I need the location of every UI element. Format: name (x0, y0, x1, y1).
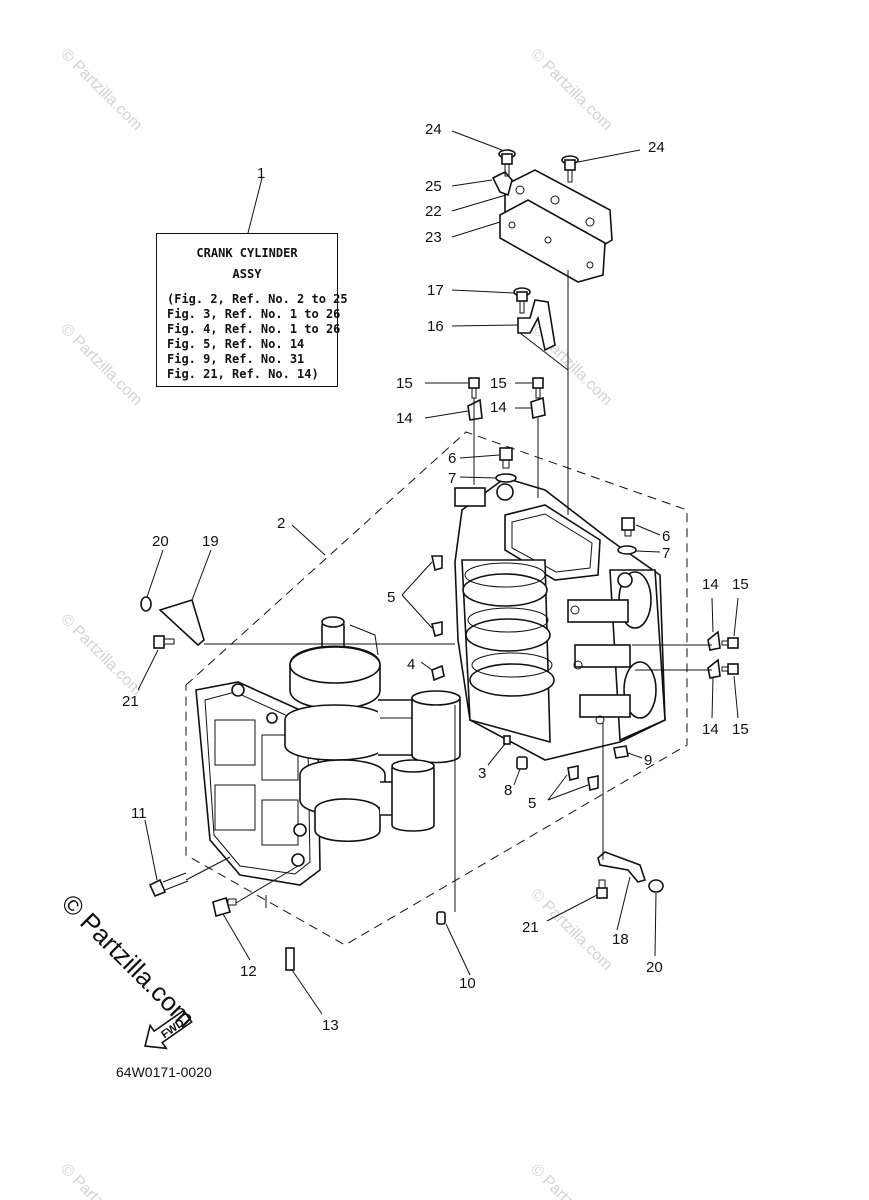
note-line: Fig. 4, Ref. No. 1 to 26 (167, 322, 341, 336)
callout-8: 8 (504, 782, 512, 799)
pin-3 (503, 735, 511, 745)
callout-14-top-right: 14 (490, 399, 507, 416)
bracket-16 (517, 299, 556, 352)
callout-6-top: 6 (448, 450, 456, 467)
callout-12: 12 (240, 963, 257, 980)
fitting-5-c (567, 765, 579, 781)
callout-24-left: 24 (425, 121, 442, 138)
washer-7-top (495, 473, 517, 483)
clip-14-d (707, 658, 721, 679)
washer-7-right (617, 545, 637, 555)
callout-15-top-left: 15 (396, 375, 413, 392)
clip-14-a (467, 398, 483, 421)
callout-14-right-lower: 14 (702, 721, 719, 738)
callout-21-right: 21 (522, 919, 539, 936)
note-line: Fig. 9, Ref. No. 31 (167, 352, 305, 366)
callout-9: 9 (644, 752, 652, 769)
callout-6-right: 6 (662, 528, 670, 545)
bolt-15-d (721, 663, 739, 675)
callout-15-right-lower: 15 (732, 721, 749, 738)
bracket-18 (597, 851, 647, 883)
callout-7-top: 7 (448, 470, 456, 487)
callout-14-top-left: 14 (396, 410, 413, 427)
callout-13: 13 (322, 1017, 339, 1034)
callout-15-top-right: 15 (490, 375, 507, 392)
callout-5-right: 5 (528, 795, 536, 812)
leader-lines (137, 130, 739, 1015)
fwd-arrow: FWD (144, 1009, 193, 1050)
callout-3: 3 (478, 765, 486, 782)
note-subtitle: ASSY (232, 267, 262, 281)
callout-16: 16 (427, 318, 444, 335)
bolt-24-left (498, 149, 516, 177)
callout-22: 22 (425, 203, 442, 220)
bolt-15-a (468, 377, 480, 399)
fitting-5-b (431, 621, 443, 637)
bolt-21-left (153, 635, 175, 649)
stud-13 (285, 947, 295, 971)
callout-2: 2 (277, 515, 285, 532)
callout-4: 4 (407, 656, 415, 673)
bolt-24-right (561, 155, 579, 183)
crankshaft (284, 616, 461, 843)
callout-19: 19 (202, 533, 219, 550)
callout-numbers: 1 2 3 4 5 5 6 6 7 7 8 9 10 11 12 13 14 1… (122, 121, 749, 1034)
assembly-boundary-dashed (185, 431, 688, 946)
copyright-watermark: © Partzilla.com (56, 888, 201, 1033)
callout-18: 18 (612, 931, 629, 948)
callout-15-right-upper: 15 (732, 576, 749, 593)
watermark-text: © Partzilla.com (57, 611, 145, 699)
watermark-text: © Partzilla.com (527, 1161, 615, 1200)
watermark-text: © Partzilla.com (57, 46, 145, 134)
callout-1: 1 (257, 165, 265, 182)
bolt-15-c (721, 637, 739, 649)
bracket-19 (158, 598, 205, 647)
cylinder-block (454, 477, 666, 761)
callout-7-right: 7 (662, 545, 670, 562)
bolt-11 (148, 872, 189, 898)
cap-20-left (140, 596, 152, 612)
callout-23: 23 (425, 229, 442, 246)
pin-10 (436, 911, 446, 925)
note-line: Fig. 5, Ref. No. 14 (167, 337, 305, 351)
callout-20-right: 20 (646, 959, 663, 976)
cap-20-right (648, 879, 664, 893)
plug-4 (431, 664, 445, 682)
plug-6-right (621, 517, 635, 537)
callout-17: 17 (427, 282, 444, 299)
bolt-17 (513, 287, 531, 314)
callout-21-left: 21 (122, 693, 139, 710)
bolt-15-b (532, 377, 544, 399)
callout-11: 11 (131, 805, 147, 822)
fitting-5-a (431, 555, 443, 572)
watermark-text: © Partzilla.com (57, 1161, 145, 1200)
bushing-8 (516, 756, 528, 770)
assembly-note-box: CRANK CYLINDER ASSY (Fig. 2, Ref. No. 2 … (156, 233, 348, 387)
fitting-5-d (587, 775, 599, 791)
note-line: (Fig. 2, Ref. No. 2 to 25 (167, 292, 348, 306)
bolt-21-right (596, 879, 608, 899)
watermark-text: © Partzilla.com (57, 321, 145, 409)
fitting-25 (491, 171, 513, 197)
figure-code: 64W0171-0020 (116, 1064, 212, 1080)
clip-14-c (707, 630, 721, 651)
plug-6-top (499, 447, 513, 469)
callout-10: 10 (459, 975, 476, 992)
callout-20-left: 20 (152, 533, 169, 550)
exhaust-gasket (499, 199, 606, 283)
note-line: Fig. 3, Ref. No. 1 to 26 (167, 307, 341, 321)
watermark-text: © Partzilla.com (527, 886, 615, 974)
note-line: Fig. 21, Ref. No. 14) (167, 367, 319, 381)
watermark-text: © Partzilla.com (527, 46, 615, 134)
callout-5-left: 5 (387, 589, 395, 606)
note-title: CRANK CYLINDER (196, 246, 298, 260)
callout-24-right: 24 (648, 139, 665, 156)
callout-14-right-upper: 14 (702, 576, 719, 593)
bolt-12 (212, 896, 237, 918)
callout-25: 25 (425, 178, 442, 195)
clip-14-b (530, 396, 546, 419)
plug-9 (613, 745, 629, 759)
